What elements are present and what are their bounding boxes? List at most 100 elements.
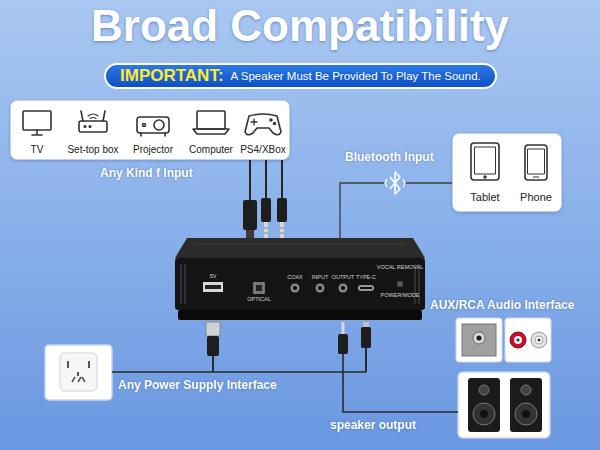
audio-box-art — [175, 238, 425, 322]
source-panel-art — [81, 111, 105, 121]
source-panel-art — [193, 129, 229, 134]
port-label: OUTPUT — [332, 274, 355, 280]
audio-box-art — [360, 287, 372, 289]
source-panel-art — [141, 133, 165, 136]
rca-jack — [505, 318, 551, 362]
source-panel-art — [137, 117, 169, 133]
aux-jack — [476, 335, 481, 340]
device-name: TV — [31, 144, 44, 156]
source-panel-art — [23, 111, 281, 136]
device-name: Tablet — [470, 191, 499, 204]
edge-label: Any Kind f Input — [100, 166, 193, 180]
bluetooth-panel: TabletPhone — [452, 133, 562, 212]
device-name: Computer — [189, 144, 233, 156]
source-panel-art — [274, 123, 276, 125]
rca-jack — [505, 318, 551, 362]
device-name: PS4/XBox — [240, 144, 286, 156]
output-cables — [342, 322, 345, 334]
port-label: COAX — [287, 274, 303, 280]
speakers — [479, 385, 489, 395]
notice-keyword: IMPORTANT: — [120, 66, 224, 86]
bluetooth-symbol — [403, 179, 405, 187]
bluetooth-panel-art — [471, 143, 499, 180]
speakers — [473, 403, 495, 425]
audio-box-art — [339, 284, 348, 293]
audio-box-art — [175, 258, 425, 310]
output-cables — [363, 322, 369, 327]
source-panel-art — [88, 114, 98, 119]
port-label: INPUT — [312, 274, 329, 280]
audio-box-art — [175, 238, 425, 258]
power-outlet — [88, 361, 90, 368]
aux-jack — [456, 318, 502, 362]
audio-box-art — [195, 244, 405, 245]
output-cables — [212, 356, 214, 372]
audio-box-art — [203, 282, 223, 292]
bluetooth-symbol — [390, 172, 400, 194]
output-cables — [112, 322, 458, 412]
port-label: 5V — [210, 273, 217, 279]
source-panel-art — [245, 114, 281, 135]
optical-plug — [243, 200, 257, 238]
edge-label: Bluetooth Input — [345, 150, 434, 164]
bluetooth-panel-art — [525, 145, 547, 180]
source-panel-art — [270, 119, 272, 121]
speakers — [480, 410, 488, 418]
source-panel-art — [197, 111, 225, 129]
speakers — [458, 372, 550, 438]
device-name: Set-top box — [67, 144, 118, 156]
bluetooth-panel-art — [484, 176, 486, 178]
audio-box-art — [181, 264, 419, 304]
source-panel-art — [154, 120, 164, 130]
jack-plug — [277, 198, 287, 238]
page-title: Broad Compatibility — [0, 1, 600, 51]
port-label: VOCAL REMOVAL — [377, 264, 423, 270]
speakers — [468, 378, 500, 432]
audio-box-art — [397, 281, 403, 287]
audio-box-art — [291, 284, 300, 293]
aux-jack — [462, 324, 496, 356]
callout-label: speaker output — [330, 418, 416, 432]
output-cables — [365, 348, 367, 372]
port-label: TYPE-C — [356, 274, 376, 280]
output-cables — [206, 322, 220, 336]
notice-text: A Speaker Must Be Provided To Play The S… — [231, 69, 481, 83]
power-outlet — [45, 345, 112, 400]
output-cables — [112, 371, 366, 373]
source-panel-art — [143, 124, 146, 127]
audio-box-art — [178, 310, 422, 320]
rca-jack — [531, 332, 547, 348]
jack-plug — [261, 198, 271, 238]
power-outlet — [60, 353, 97, 391]
output-cables — [361, 327, 371, 348]
rca-jack — [535, 336, 543, 344]
source-panel-art — [89, 126, 91, 128]
bluetooth-symbol — [386, 179, 388, 187]
port-label: POWER/MODE — [381, 292, 420, 298]
source-panel-art — [251, 119, 257, 125]
optical-plug — [246, 230, 254, 238]
audio-box-art — [253, 282, 265, 294]
speakers — [522, 410, 530, 418]
source-panel-art — [84, 126, 86, 128]
output-cables — [207, 336, 219, 356]
callout-label: Any Power Supply Interface — [118, 378, 277, 392]
optical-plug — [243, 200, 257, 230]
audio-box-art — [341, 286, 345, 290]
rca-jack — [538, 339, 541, 342]
rca-jack — [517, 339, 520, 342]
jack-plug — [261, 198, 271, 222]
source-panel-art — [79, 121, 107, 132]
power-outlet — [67, 361, 69, 368]
device-name: Projector — [133, 144, 173, 156]
bluetooth-link — [340, 183, 452, 238]
speakers — [515, 403, 537, 425]
port-label: OPTICAL — [247, 296, 271, 302]
bluetooth-panel-art — [528, 149, 545, 174]
source-panel: TV Set-top box Projector Computer PS4/XBox — [10, 100, 290, 160]
audio-box-art — [316, 284, 325, 293]
output-cables — [338, 334, 348, 354]
bluetooth-panel-art — [471, 143, 547, 180]
jack-plug — [264, 222, 268, 238]
jack-plug — [277, 198, 287, 222]
